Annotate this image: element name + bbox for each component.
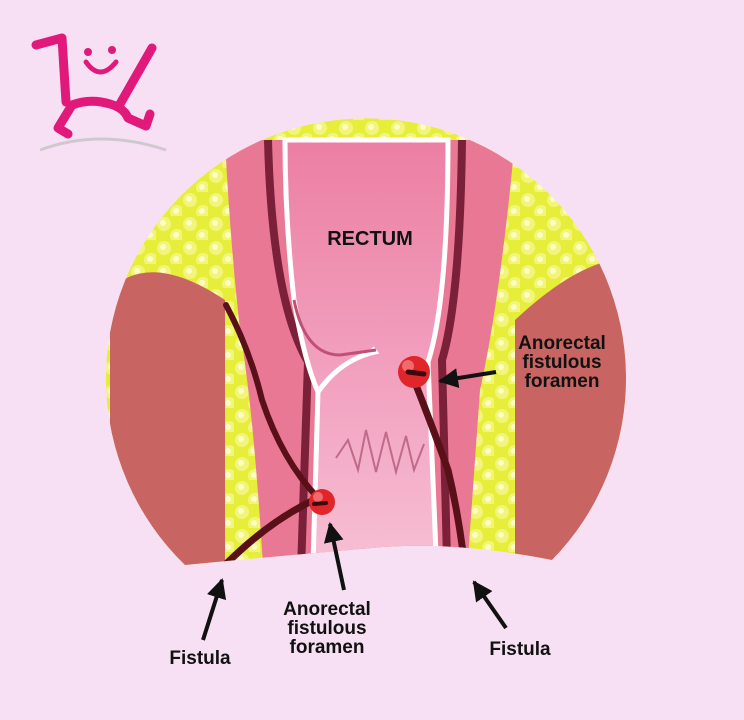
- fistula-tract-right: [408, 371, 470, 565]
- foramen-right-line-2: fistulous: [522, 352, 602, 373]
- arrow-foramen-bottom: [323, 522, 346, 591]
- foramen-right-label: Anorectal fistulous foramen: [497, 334, 627, 391]
- foramen-right-line-1: Anorectal: [518, 333, 606, 354]
- fistula-tract-left-upper: [223, 302, 321, 501]
- foramen-bottom-line-1: Anorectal: [283, 599, 371, 620]
- foramen-bottom-line-3: foramen: [289, 637, 365, 658]
- sphincter-muscle-right: [515, 258, 626, 565]
- arrow-foramen-right: [438, 368, 497, 389]
- fistula-left-label: Fistula: [169, 648, 231, 669]
- sphincter-muscle-left: [110, 272, 225, 565]
- foramen-bottom-label: Anorectal fistulous foramen: [262, 600, 392, 657]
- arrow-fistula-right: [472, 580, 508, 630]
- foramen-bottom-line-2: fistulous: [287, 618, 367, 639]
- fistulous-foramen-bottom-icon: [309, 489, 335, 515]
- arrow-fistula-left: [201, 578, 227, 641]
- fistula-right-label: Fistula: [489, 639, 551, 660]
- fistula-tract-left-lower: [221, 494, 322, 565]
- rectum-label: RECTUM: [327, 228, 413, 250]
- fistulous-foramen-right-icon: [398, 356, 430, 388]
- rectal-lumen: [282, 137, 451, 565]
- foramen-right-line-3: foramen: [524, 371, 600, 392]
- smiling-child-logo-icon: [31, 33, 167, 152]
